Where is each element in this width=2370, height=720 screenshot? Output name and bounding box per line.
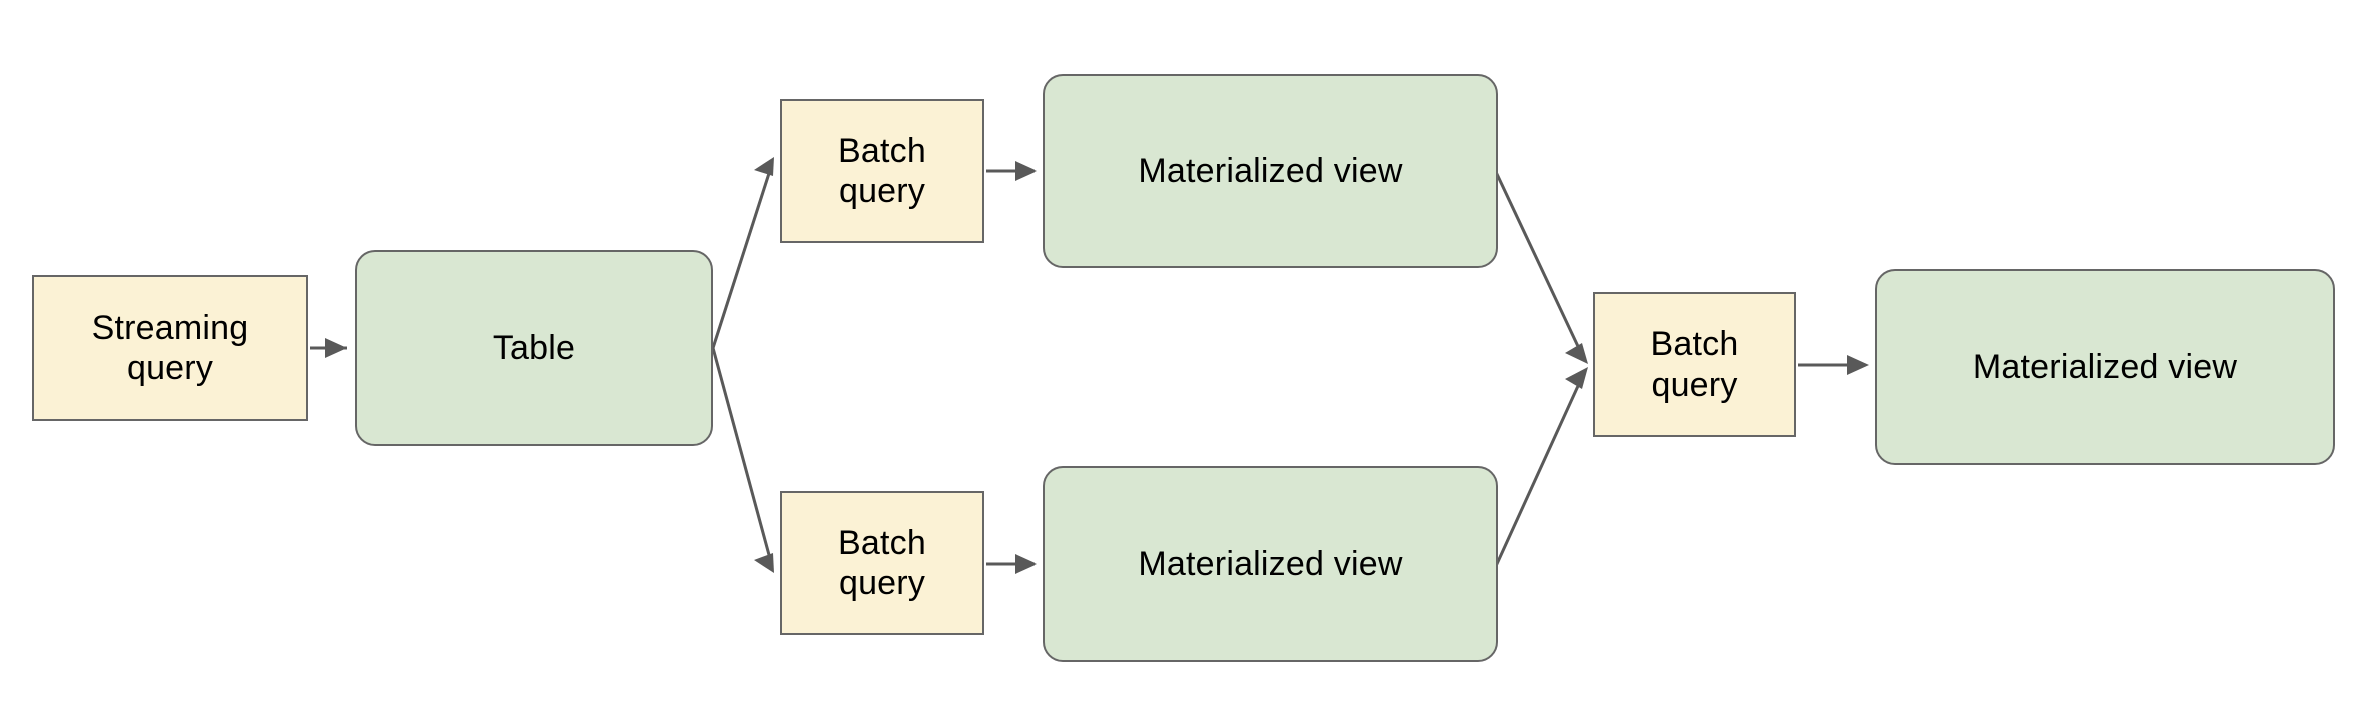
edge-table-to-batch-top-arrowhead-icon bbox=[754, 157, 774, 176]
node-materialized-view-top[interactable]: Materialized view bbox=[1043, 74, 1498, 268]
node-batch-query-top[interactable]: Batch query bbox=[780, 99, 984, 243]
edge-batch-bottom-to-mv-bottom-arrowhead-icon bbox=[1015, 554, 1037, 574]
edge-batch-right-to-mv-right-arrowhead-icon bbox=[1847, 355, 1869, 375]
node-batch-query-right[interactable]: Batch query bbox=[1593, 292, 1796, 437]
node-label-table: Table bbox=[492, 328, 576, 367]
node-batch-query-bottom[interactable]: Batch query bbox=[780, 491, 984, 635]
edge-mv-top-to-batch-right bbox=[1494, 171, 1585, 358]
node-label-batch-query-right: Batch query bbox=[1650, 325, 1739, 404]
node-label-streaming-query: Streaming query bbox=[91, 308, 249, 387]
node-label-batch-query-bottom: Batch query bbox=[838, 523, 926, 602]
edge-mv-bottom-to-batch-right-arrowhead-icon bbox=[1565, 367, 1588, 389]
node-label-materialized-view-bottom: Materialized view bbox=[1138, 544, 1403, 583]
edge-table-to-batch-bottom-arrowhead-icon bbox=[754, 553, 774, 573]
edge-mv-top-to-batch-right-arrowhead-icon bbox=[1565, 343, 1588, 364]
edge-mv-bottom-to-batch-right bbox=[1494, 374, 1585, 567]
node-label-batch-query-top: Batch query bbox=[838, 131, 926, 210]
node-label-materialized-view-right: Materialized view bbox=[1972, 347, 2238, 386]
node-label-materialized-view-top: Materialized view bbox=[1138, 151, 1403, 190]
node-materialized-view-right[interactable]: Materialized view bbox=[1875, 269, 2335, 465]
node-table[interactable]: Table bbox=[355, 250, 713, 446]
node-streaming-query[interactable]: Streaming query bbox=[32, 275, 308, 421]
node-materialized-view-bottom[interactable]: Materialized view bbox=[1043, 466, 1498, 662]
edge-table-to-batch-top bbox=[711, 163, 774, 349]
edge-batch-top-to-mv-top-arrowhead-icon bbox=[1015, 161, 1037, 181]
edge-table-to-batch-bottom bbox=[711, 347, 774, 567]
edge-streaming-to-table-arrowhead-icon bbox=[325, 338, 347, 358]
